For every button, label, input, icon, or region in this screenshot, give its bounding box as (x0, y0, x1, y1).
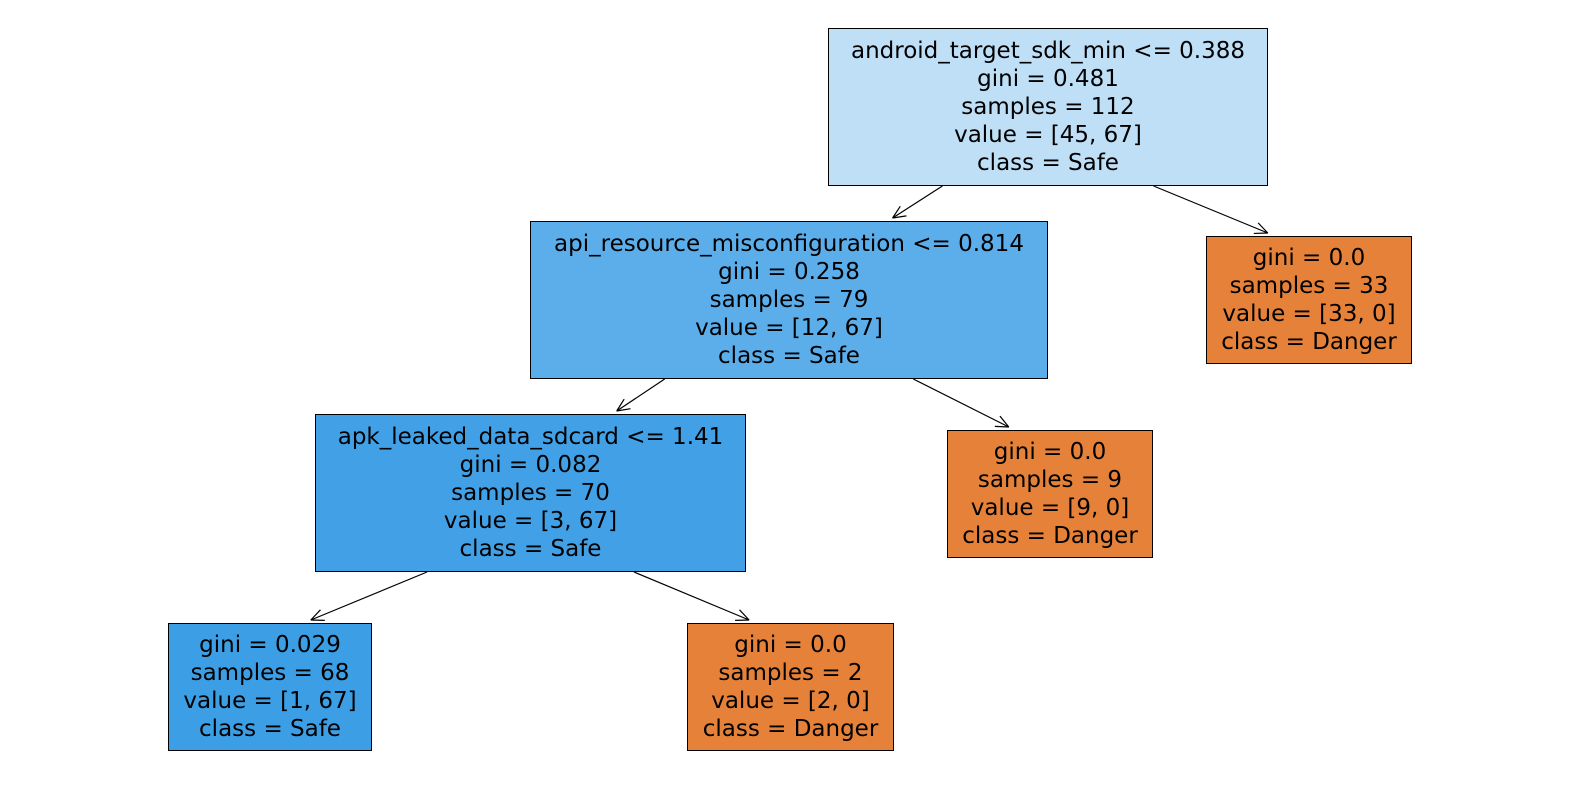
node-class: class = Danger (1221, 329, 1397, 355)
tree-leaf-danger-33: gini = 0.0 samples = 33 value = [33, 0] … (1206, 236, 1412, 364)
node-value: value = [12, 67] (695, 315, 883, 341)
node-class: class = Safe (718, 343, 860, 369)
node-class: class = Danger (702, 716, 879, 742)
node-value: value = [1, 67] (183, 688, 357, 714)
node-class: class = Safe (977, 150, 1119, 176)
node-gini: gini = 0.082 (459, 452, 602, 478)
node-samples: samples = 68 (190, 660, 350, 686)
node-class: class = Danger (962, 523, 1138, 549)
node-samples: samples = 112 (961, 94, 1135, 120)
node-samples: samples = 70 (451, 480, 610, 506)
node-samples: samples = 79 (709, 287, 869, 313)
tree-edge (892, 185, 943, 219)
node-class: class = Safe (199, 716, 341, 742)
tree-edge (633, 571, 750, 621)
node-value: value = [45, 67] (954, 122, 1142, 148)
node-split-rule: android_target_sdk_min <= 0.388 (851, 38, 1245, 64)
node-gini: gini = 0.0 (993, 439, 1107, 465)
tree-leaf-safe-68: gini = 0.029 samples = 68 value = [1, 67… (168, 623, 372, 751)
tree-node-apk-leaked: apk_leaked_data_sdcard <= 1.41 gini = 0.… (315, 414, 746, 572)
tree-leaf-danger-2: gini = 0.0 samples = 2 value = [2, 0] cl… (687, 623, 894, 751)
tree-node-root: android_target_sdk_min <= 0.388 gini = 0… (828, 28, 1268, 186)
node-value: value = [9, 0] (970, 495, 1130, 521)
tree-node-api-resource: api_resource_misconfiguration <= 0.814 g… (530, 221, 1048, 379)
node-split-rule: api_resource_misconfiguration <= 0.814 (554, 231, 1024, 257)
node-value: value = [33, 0] (1222, 301, 1396, 327)
node-gini: gini = 0.0 (734, 632, 847, 658)
tree-leaf-danger-9: gini = 0.0 samples = 9 value = [9, 0] cl… (947, 430, 1153, 558)
node-value: value = [3, 67] (443, 508, 618, 534)
tree-edge (1153, 185, 1269, 235)
tree-edge (310, 571, 428, 621)
node-gini: gini = 0.481 (977, 66, 1119, 92)
node-samples: samples = 33 (1229, 273, 1389, 299)
node-gini: gini = 0.258 (718, 259, 860, 285)
node-class: class = Safe (459, 536, 602, 562)
node-value: value = [2, 0] (711, 688, 870, 714)
node-samples: samples = 2 (718, 660, 863, 686)
node-gini: gini = 0.0 (1252, 245, 1366, 271)
node-split-rule: apk_leaked_data_sdcard <= 1.41 (337, 424, 724, 450)
node-gini: gini = 0.029 (199, 632, 341, 658)
tree-edge (913, 378, 1010, 428)
node-samples: samples = 9 (977, 467, 1123, 493)
tree-edge (616, 378, 666, 412)
